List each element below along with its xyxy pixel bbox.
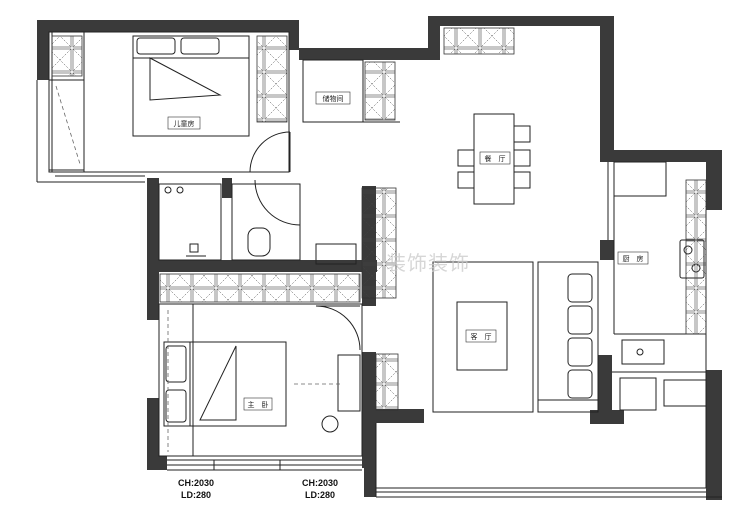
cabinet-dining-top — [443, 27, 515, 55]
walls — [37, 16, 722, 500]
note-left-ld: LD:280 — [181, 490, 211, 500]
cabinet-children-top-left — [51, 35, 83, 77]
cabinet-corridor — [361, 187, 397, 299]
cabinet-kitchen-right — [685, 179, 707, 335]
note-right-ch: CH:2030 — [302, 478, 338, 488]
label-master-bedroom: 主 卧 — [248, 400, 269, 409]
cabinet-storage — [364, 61, 396, 121]
cabinet-master-top — [159, 273, 361, 303]
partition-lines — [36, 31, 722, 498]
room-labels: 儿童房 储物间 餐 厅 客 厅 厨 房 主 卧 — [167, 91, 649, 411]
label-storage-room: 储物间 — [323, 94, 344, 103]
window-notes: CH:2030 LD:280 CH:2030 LD:280 — [178, 478, 338, 500]
note-right-ld: LD:280 — [305, 490, 335, 500]
dashed-lines — [55, 85, 340, 452]
label-dining-room: 餐 厅 — [485, 154, 506, 163]
label-living-room: 客 厅 — [471, 332, 492, 341]
cabinet-master-right — [375, 353, 399, 411]
cabinet-children-right — [256, 35, 288, 123]
note-left-ch: CH:2030 — [178, 478, 214, 488]
watermark: 装饰装饰 — [386, 251, 470, 275]
cabinets — [51, 27, 707, 411]
label-children-room: 儿童房 — [174, 119, 195, 128]
label-kitchen: 厨 房 — [623, 254, 644, 263]
